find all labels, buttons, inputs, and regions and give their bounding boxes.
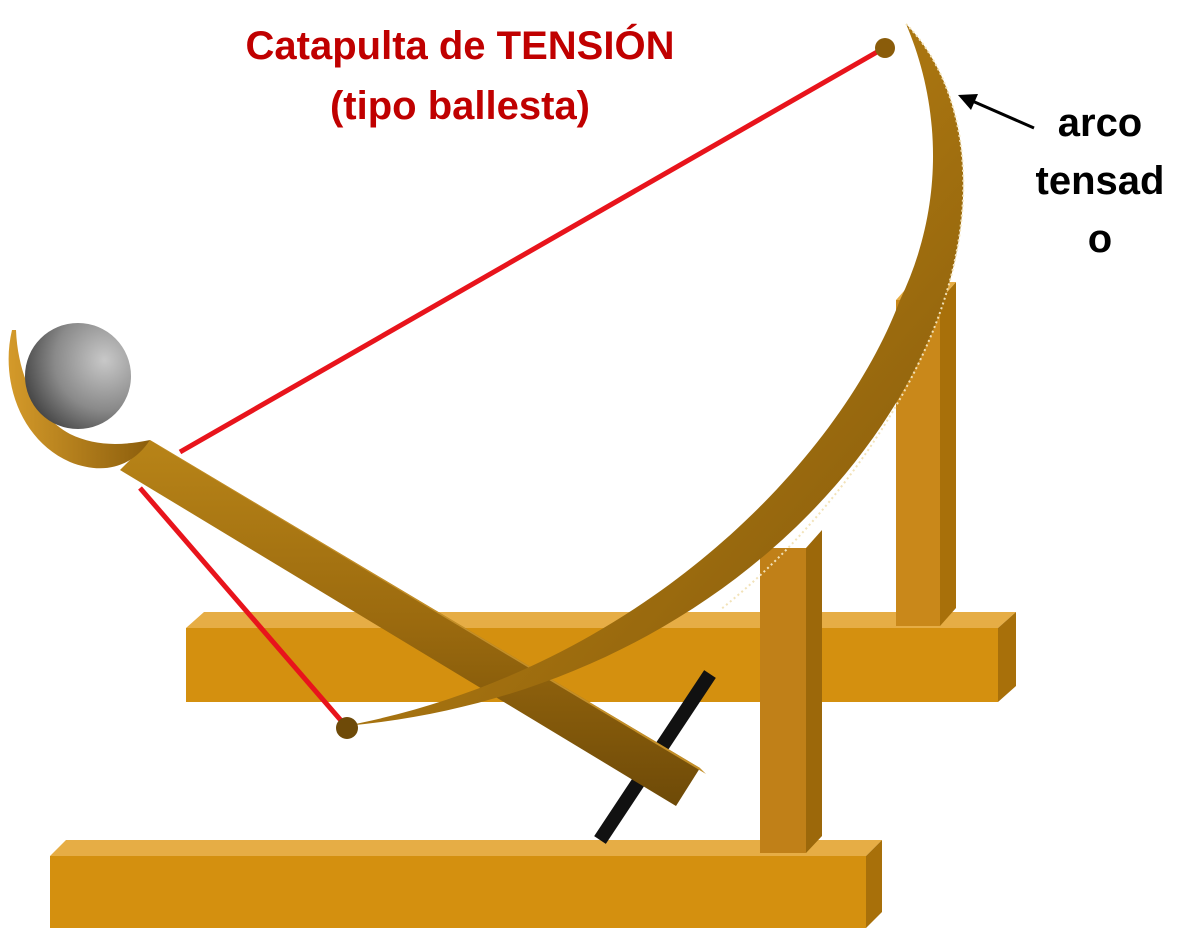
bow-label-line-2: tensad bbox=[1035, 159, 1165, 203]
annotation-arrow bbox=[958, 94, 1035, 130]
bow-highlight bbox=[719, 23, 965, 611]
diagram-title-line-1: Catapulta de TENSIÓN bbox=[245, 24, 675, 68]
diagram-title-line-2: (tipo ballesta) bbox=[329, 84, 591, 128]
catapult-stock bbox=[120, 440, 706, 806]
bow-tip-top bbox=[875, 38, 895, 58]
front-post bbox=[760, 530, 822, 853]
bow-label-line-1: arco bbox=[1057, 101, 1143, 145]
ball-cup bbox=[8, 330, 151, 469]
bow-tip-bottom bbox=[336, 717, 358, 739]
lower-beam bbox=[50, 840, 882, 928]
bow-string bbox=[138, 45, 886, 726]
bow-label-line-3: o bbox=[1087, 217, 1113, 261]
projectile-ball bbox=[25, 323, 131, 429]
